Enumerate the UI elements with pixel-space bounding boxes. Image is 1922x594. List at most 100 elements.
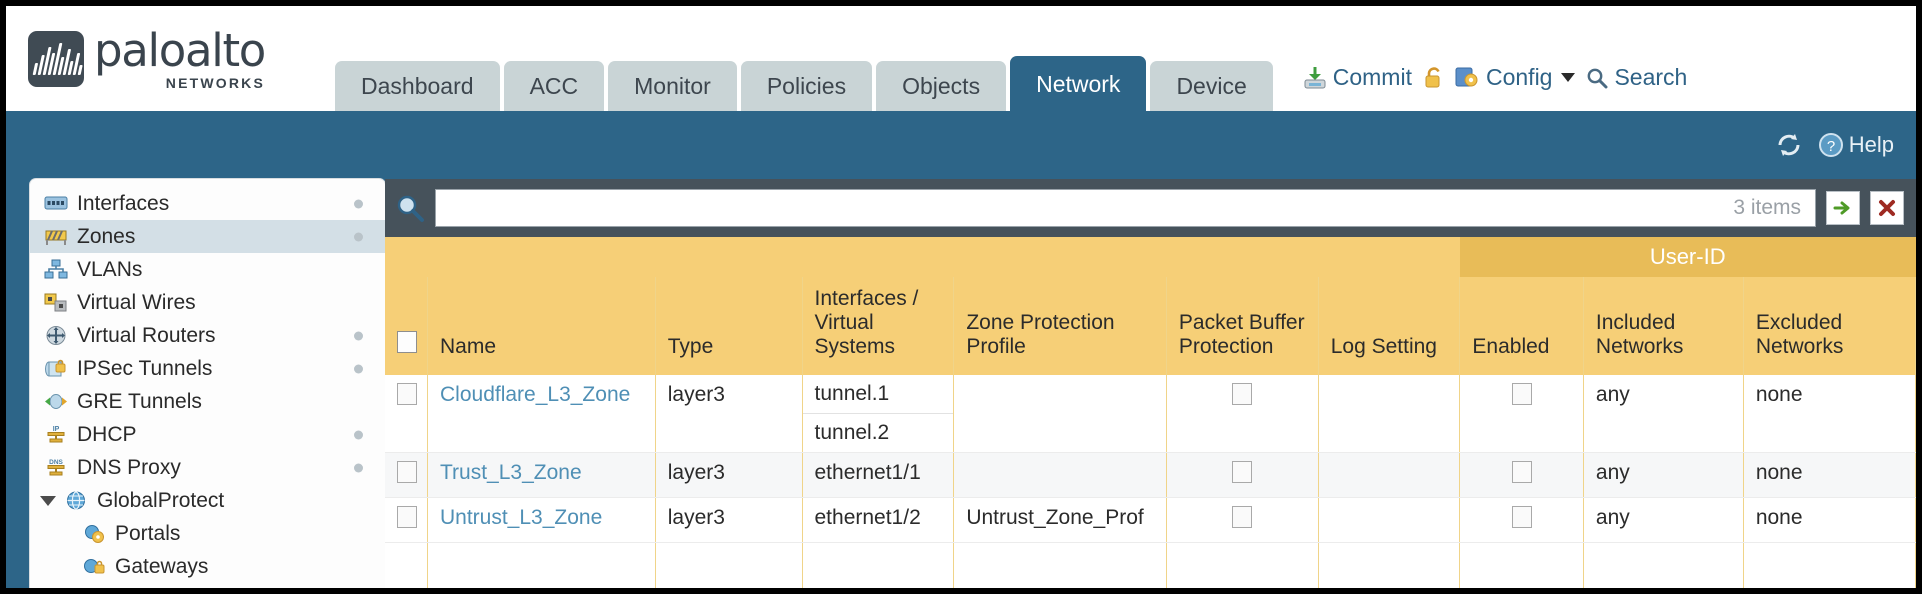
dns-proxy-icon: DNS: [44, 457, 68, 478]
row-select-cell[interactable]: [385, 375, 428, 453]
sidebar-item-vlans[interactable]: VLANs: [30, 253, 385, 286]
main-nav-tabs: Dashboard ACC Monitor Policies Objects N…: [335, 6, 1277, 111]
sidebar-item-globalprotect[interactable]: GlobalProtect: [30, 484, 385, 517]
commit-button[interactable]: Commit: [1303, 64, 1412, 91]
cell-interfaces: ethernet1/2: [802, 497, 955, 543]
sidebar-item-virtual-wires[interactable]: Virtual Wires: [30, 286, 385, 319]
expander-triangle-icon[interactable]: [40, 495, 56, 506]
table-row[interactable]: Untrust_L3_Zone layer3 ethernet1/2 Untru…: [385, 497, 1916, 543]
column-header-interfaces[interactable]: Interfaces / Virtual Systems: [802, 277, 955, 375]
row-select-cell[interactable]: [385, 452, 428, 498]
tab-device[interactable]: Device: [1150, 61, 1273, 111]
sidebar-item-gre-tunnels[interactable]: GRE Tunnels: [30, 385, 385, 418]
cell-type: layer3: [655, 375, 803, 453]
cell-userid-enabled[interactable]: [1459, 497, 1584, 543]
column-header-packet-buffer-protection[interactable]: Packet Buffer Protection: [1166, 277, 1319, 375]
cell-packet-buffer-protection[interactable]: [1166, 452, 1319, 498]
tab-objects[interactable]: Objects: [876, 61, 1007, 111]
ipsec-tunnels-icon: [44, 358, 68, 379]
search-filter-icon[interactable]: [395, 193, 425, 223]
column-header-zone-protection-profile[interactable]: Zone Protection Profile: [953, 277, 1167, 375]
column-header-included-networks[interactable]: Included Networks: [1583, 277, 1744, 375]
column-header-userid-enabled[interactable]: Enabled: [1459, 277, 1584, 375]
cell-name: Untrust_L3_Zone: [427, 497, 656, 543]
refresh-icon[interactable]: [1776, 132, 1802, 158]
tab-policies[interactable]: Policies: [740, 61, 873, 111]
brand-tagline: NETWORKS: [165, 75, 266, 91]
column-header-log-setting[interactable]: Log Setting: [1318, 277, 1461, 375]
sidebar-item-label: DNS Proxy: [77, 455, 181, 479]
globalprotect-icon: [64, 490, 88, 511]
row-select-cell[interactable]: [385, 497, 428, 543]
sidebar-item-dns-proxy[interactable]: DNS DNS Proxy: [30, 451, 385, 484]
tab-network[interactable]: Network: [1010, 56, 1147, 111]
sidebar-item-label: Interfaces: [77, 191, 170, 215]
sidebar-status-dot: [354, 232, 363, 241]
zone-name-link[interactable]: Untrust_L3_Zone: [440, 506, 603, 529]
config-menu[interactable]: Config: [1455, 64, 1576, 91]
tab-dashboard[interactable]: Dashboard: [335, 61, 500, 111]
select-all-header[interactable]: [385, 277, 428, 375]
zone-name-link[interactable]: Cloudflare_L3_Zone: [440, 383, 631, 406]
userid-enabled-checkbox[interactable]: [1511, 506, 1532, 528]
select-all-checkbox[interactable]: [397, 331, 417, 353]
svg-text:?: ?: [1827, 138, 1835, 155]
config-label: Config: [1485, 64, 1553, 90]
sidebar-item-portals[interactable]: Portals: [30, 517, 385, 550]
sidebar-item-interfaces[interactable]: Interfaces: [30, 187, 385, 220]
zone-name-link[interactable]: Trust_L3_Zone: [440, 461, 582, 484]
column-header-excluded-networks[interactable]: Excluded Networks: [1743, 277, 1916, 375]
paloalto-logo-icon: [28, 31, 84, 87]
cell-name: Cloudflare_L3_Zone: [427, 375, 656, 453]
cell-type: layer3: [655, 452, 803, 498]
row-checkbox[interactable]: [397, 461, 417, 483]
cell-interfaces: tunnel.1 tunnel.2: [802, 375, 955, 453]
commit-save-icon: [1303, 66, 1327, 90]
column-header-type[interactable]: Type: [655, 277, 803, 375]
apply-filter-button[interactable]: [1826, 191, 1860, 225]
row-checkbox[interactable]: [397, 506, 417, 528]
palo-alto-web-interface: paloalto NETWORKS Dashboard ACC Monitor …: [6, 6, 1916, 588]
cell-userid-enabled[interactable]: [1459, 375, 1584, 453]
cell-packet-buffer-protection[interactable]: [1166, 375, 1319, 453]
cell-packet-buffer-protection[interactable]: [1166, 497, 1319, 543]
sidebar-item-label: GlobalProtect: [97, 488, 225, 512]
sidebar-status-dot: [354, 364, 363, 373]
cell-log-setting: [1318, 452, 1461, 498]
packet-buffer-protection-checkbox[interactable]: [1232, 506, 1253, 528]
row-checkbox[interactable]: [397, 383, 417, 405]
sidebar-item-zones[interactable]: Zones: [30, 220, 385, 253]
sidebar-item-gateways[interactable]: Gateways: [30, 550, 385, 583]
userid-enabled-checkbox[interactable]: [1511, 461, 1532, 483]
search-label: Search: [1614, 64, 1688, 90]
column-header-name[interactable]: Name: [427, 277, 656, 375]
table-row[interactable]: Trust_L3_Zone layer3 ethernet1/1 any non…: [385, 452, 1916, 498]
sidebar-status-dot: [354, 199, 363, 208]
userid-enabled-checkbox[interactable]: [1511, 383, 1532, 405]
search-input-wrapper[interactable]: 3 items: [435, 189, 1816, 227]
cell-interfaces: ethernet1/1: [802, 452, 955, 498]
search-button[interactable]: Search: [1586, 64, 1687, 91]
table-row[interactable]: Cloudflare_L3_Zone layer3 tunnel.1 tunne…: [385, 375, 1916, 453]
packet-buffer-protection-checkbox[interactable]: [1232, 383, 1253, 405]
clear-filter-button[interactable]: [1870, 191, 1904, 225]
cell-included-networks: any: [1583, 375, 1744, 453]
cell-excluded-networks: none: [1743, 497, 1916, 543]
virtual-wires-icon: [44, 292, 68, 313]
sidebar-item-dhcp[interactable]: IP DHCP: [30, 418, 385, 451]
sidebar-item-label: Virtual Wires: [77, 290, 196, 314]
unlocked-padlock-icon[interactable]: [1423, 66, 1444, 90]
network-sidebar: Interfaces Zones VLANs Vir: [30, 179, 385, 588]
sidebar-item-ipsec-tunnels[interactable]: IPSec Tunnels: [30, 352, 385, 385]
sidebar-item-label: IPSec Tunnels: [77, 356, 213, 380]
portals-icon: [82, 523, 106, 544]
help-button[interactable]: ? Help: [1818, 132, 1894, 158]
sidebar-item-label: GRE Tunnels: [77, 389, 202, 413]
virtual-routers-icon: [44, 325, 68, 346]
tab-monitor[interactable]: Monitor: [608, 61, 737, 111]
tab-acc[interactable]: ACC: [503, 61, 605, 111]
magnifier-icon: [1586, 67, 1608, 89]
cell-userid-enabled[interactable]: [1459, 452, 1584, 498]
packet-buffer-protection-checkbox[interactable]: [1232, 461, 1253, 483]
sidebar-item-virtual-routers[interactable]: Virtual Routers: [30, 319, 385, 352]
